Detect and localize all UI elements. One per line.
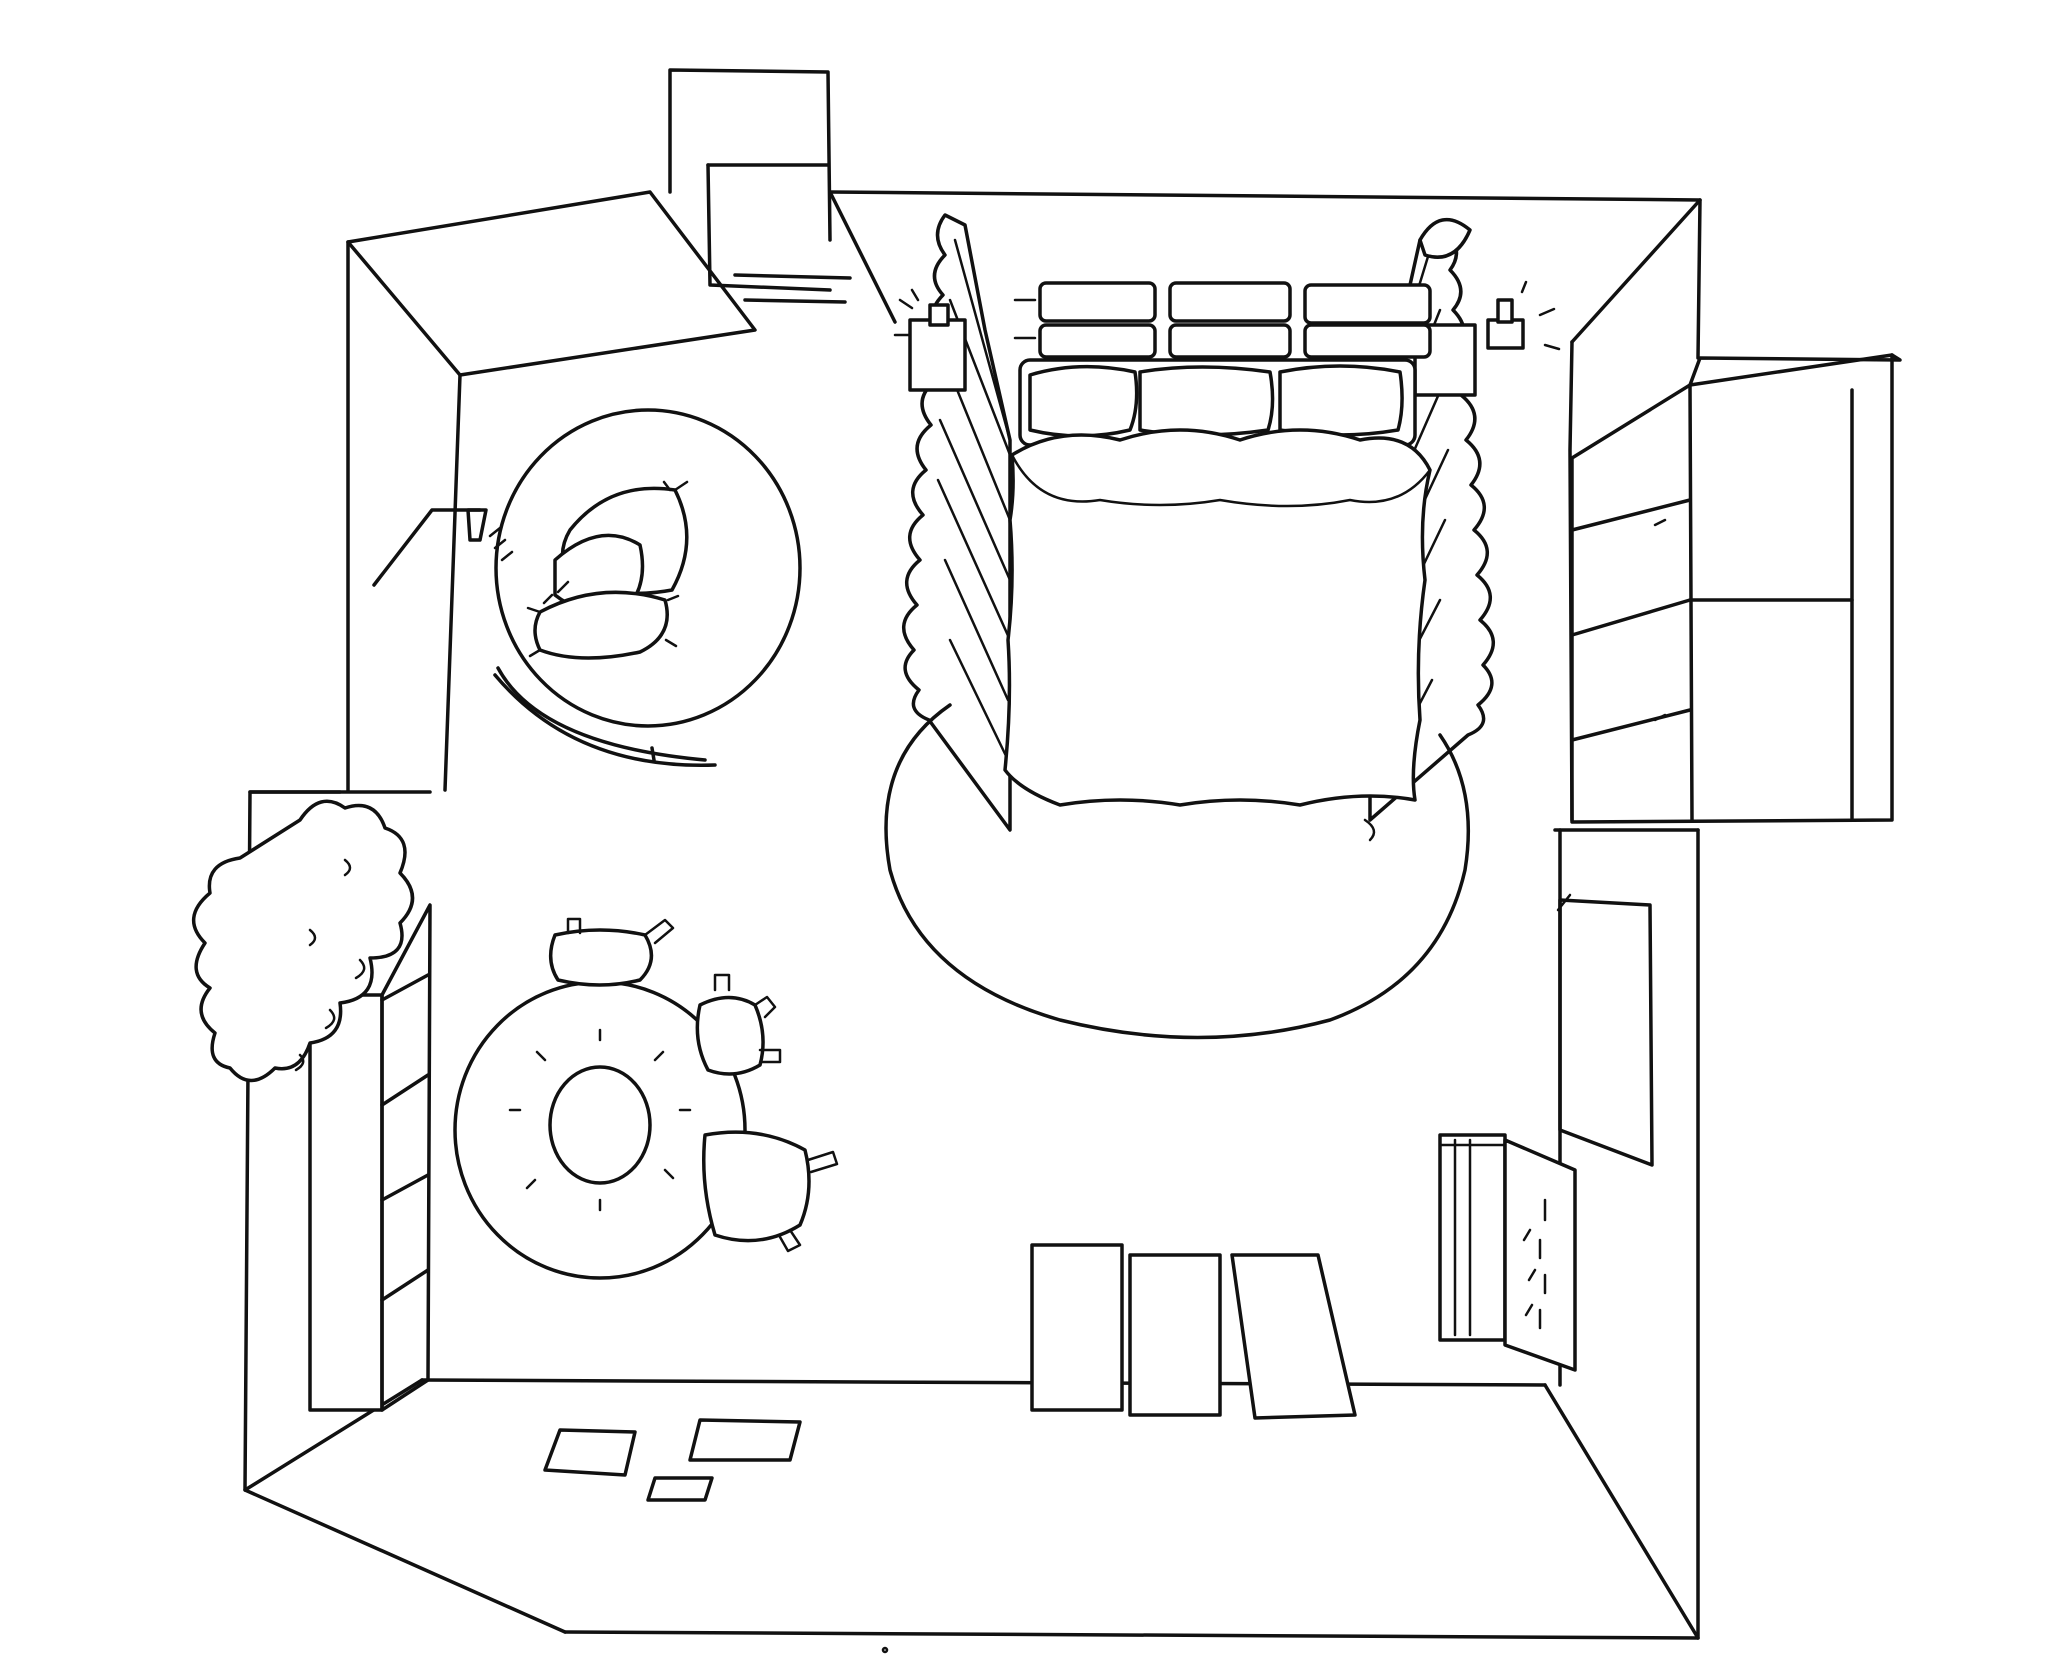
chair-top	[548, 917, 675, 987]
oval-rug	[884, 703, 1471, 1040]
window-mats	[1030, 1243, 1357, 1420]
chair-bottom-right	[702, 1130, 839, 1253]
wall-lamp	[372, 508, 488, 587]
curtain-left	[902, 213, 1012, 832]
headboard-cushions	[1013, 281, 1432, 359]
radiator	[1438, 1133, 1507, 1342]
chair-right-top	[695, 973, 782, 1076]
bed-curtains	[902, 213, 1495, 832]
curtain-right	[1368, 228, 1495, 822]
coat-hooks	[1503, 1138, 1577, 1372]
chimney	[668, 68, 852, 304]
ink-dot	[881, 1646, 889, 1654]
round-rug-with-cushions	[488, 408, 802, 767]
cushion-3	[533, 590, 669, 660]
nightstand-right	[1413, 280, 1561, 397]
wardrobe	[1568, 340, 1902, 824]
room-outline	[243, 190, 1702, 1640]
nightstand-left	[893, 288, 967, 392]
double-bed	[1003, 358, 1432, 807]
plant	[191, 799, 415, 1083]
duvet	[1003, 428, 1432, 807]
floor-papers	[543, 1418, 802, 1502]
